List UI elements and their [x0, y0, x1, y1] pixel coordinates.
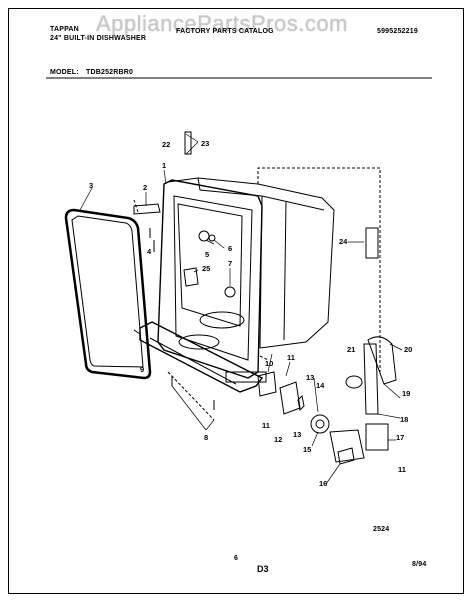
callout-16: 16 — [319, 479, 327, 488]
pump-housing-part — [279, 381, 301, 415]
tub-side-rib — [283, 201, 287, 341]
figure-code: 2524 — [373, 526, 390, 533]
callout-2: 2 — [143, 183, 147, 192]
callout-5: 5 — [205, 250, 209, 259]
tub-top-edge — [197, 177, 325, 211]
callout-13b: 13 — [293, 430, 301, 439]
callout-10: 10 — [265, 359, 273, 368]
watermark: AppliancePartsPros.com — [96, 11, 348, 36]
callout-17: 17 — [396, 433, 404, 442]
catalog-title: FACTORY PARTS CATALOG — [176, 28, 274, 35]
drain-area — [178, 334, 220, 350]
mounting-plate-part — [329, 429, 365, 463]
impeller-part — [310, 414, 330, 434]
callout-24: 24 — [339, 237, 348, 246]
callout-numbers: 1 2 3 4 5 6 7 8 9 10 11 11 11 12 13 13 1… — [89, 139, 412, 488]
callout-25: 25 — [202, 264, 210, 273]
inlet-nut-part — [208, 234, 216, 242]
revision-date: 8/94 — [412, 561, 427, 568]
model-number: TDB252RBR0 — [86, 69, 134, 76]
callout-22: 22 — [162, 140, 170, 149]
callout-3: 3 — [89, 181, 93, 190]
filter-part — [365, 227, 379, 259]
base-plate-part — [139, 321, 264, 393]
callout-21: 21 — [347, 345, 355, 354]
pump-seal-part — [297, 394, 305, 412]
base-plate-edge — [149, 337, 237, 385]
callout-11a: 11 — [287, 353, 295, 362]
float-part — [183, 267, 199, 287]
spacer-part — [184, 131, 192, 155]
page-number: 6 — [234, 555, 239, 562]
tub-shell — [167, 177, 335, 349]
page-frame — [8, 8, 464, 594]
mounting-plate-foot — [337, 447, 355, 465]
catalog-number: 5995252219 — [377, 28, 418, 35]
door-gasket-part — [64, 208, 152, 380]
valve-bracket-part — [365, 423, 389, 451]
connector-lines — [133, 167, 381, 421]
callout-6: 6 — [228, 244, 232, 253]
screws — [133, 228, 215, 410]
grommet-part — [345, 375, 363, 389]
callout-9: 9 — [140, 365, 144, 374]
model-label: MODEL: — [50, 69, 79, 76]
fill-tube-part — [367, 336, 397, 385]
callout-11b: 11 — [262, 421, 270, 430]
callout-8: 8 — [204, 433, 208, 442]
product-label: 24" BUILT-IN DISHWASHER — [50, 35, 147, 42]
callout-7: 7 — [228, 259, 232, 268]
impeller-hub — [315, 419, 325, 429]
callout-12: 12 — [274, 435, 282, 444]
callout-23: 23 — [201, 139, 209, 148]
door-gasket-inner — [71, 215, 144, 368]
callout-13a: 13 — [306, 373, 314, 382]
tub-front-opening — [173, 195, 253, 361]
leader-lines — [79, 133, 403, 485]
callout-15: 15 — [303, 445, 311, 454]
brand-label: TAPPAN — [50, 26, 79, 33]
callout-14: 14 — [316, 381, 325, 390]
callout-18: 18 — [400, 415, 408, 424]
water-valve-part — [363, 343, 379, 415]
callout-20: 20 — [404, 345, 412, 354]
vent-fitting-part — [224, 286, 236, 298]
inlet-fitting-part — [198, 230, 210, 242]
section-code: D3 — [257, 564, 269, 574]
callout-19: 19 — [402, 389, 410, 398]
pump-motor-part — [257, 371, 277, 397]
callout-1: 1 — [162, 161, 166, 170]
sump-area — [199, 311, 245, 329]
base-front — [225, 371, 267, 383]
callout-11c: 11 — [398, 465, 406, 474]
callout-4: 4 — [147, 247, 152, 256]
hinge-bracket-part — [133, 203, 161, 215]
tub-interior-wall — [177, 203, 243, 327]
